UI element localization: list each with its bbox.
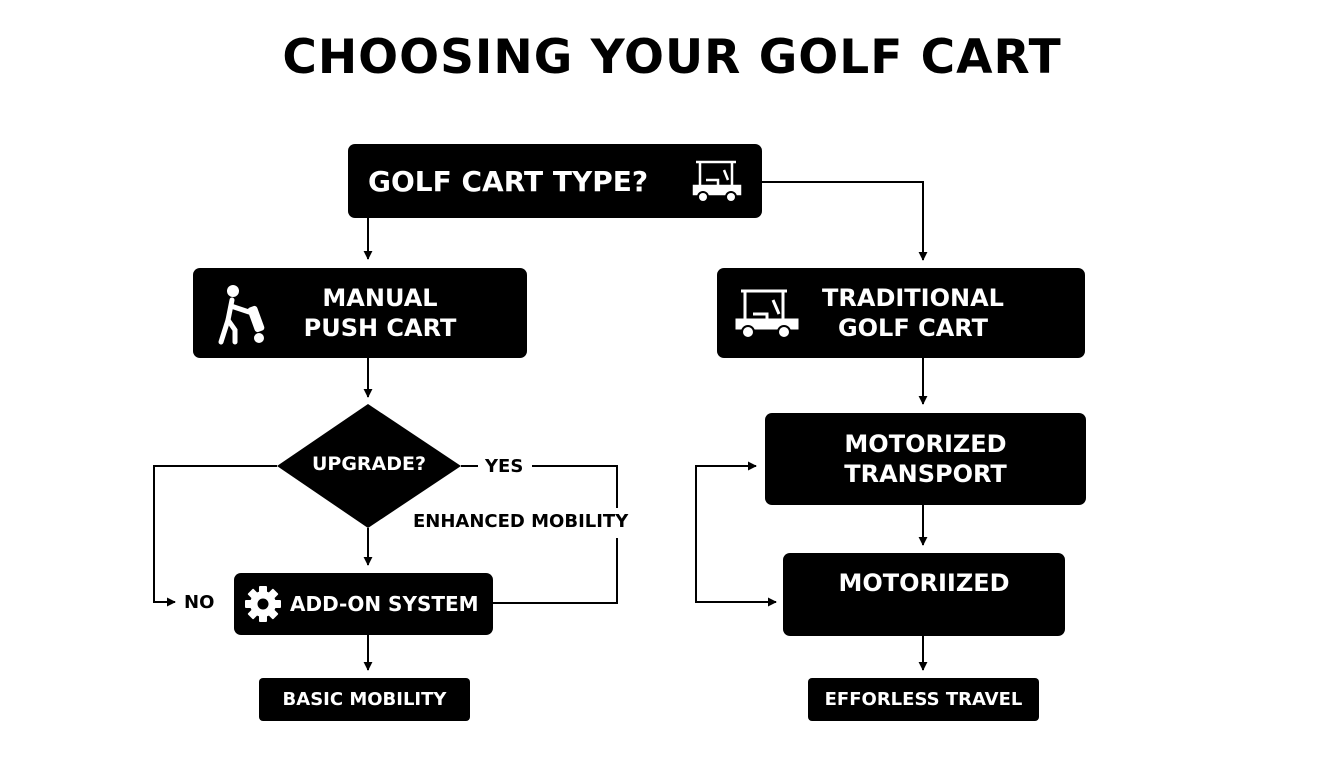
motorized-transport-box: MOTORIZED TRANSPORT bbox=[765, 413, 1086, 505]
motorized-transport-line2: TRANSPORT bbox=[844, 460, 1007, 488]
motoriized-box: MOTORIIZED bbox=[783, 553, 1065, 636]
line-enhanced-to-addon bbox=[493, 538, 618, 604]
diagram-title: CHOOSING YOUR GOLF CART bbox=[282, 30, 1062, 85]
manual-push-cart-line2: PUSH CART bbox=[303, 314, 457, 342]
traditional-golf-cart-line1: TRADITIONAL bbox=[822, 284, 1004, 312]
manual-push-cart-line1: MANUAL bbox=[322, 284, 438, 312]
person-pushing-cart-icon bbox=[211, 282, 275, 352]
traditional-golf-cart-box: TRADITIONAL GOLF CART bbox=[717, 268, 1085, 358]
add-on-system-box: ADD-ON SYSTEM bbox=[234, 573, 493, 635]
motoriized-label: MOTORIIZED bbox=[838, 569, 1010, 597]
traditional-golf-cart-line2: GOLF CART bbox=[837, 314, 989, 342]
golf-cart-type-label: GOLF CART TYPE? bbox=[368, 164, 649, 198]
yes-label: YES bbox=[485, 456, 524, 477]
upgrade-decision-diamond bbox=[277, 404, 461, 528]
no-label: NO bbox=[184, 592, 215, 613]
manual-push-cart-box: MANUAL PUSH CART bbox=[193, 268, 527, 358]
arrow-type-to-traditional bbox=[762, 181, 928, 261]
motorized-transport-line1: MOTORIZED bbox=[844, 430, 1007, 458]
basic-mobility-box: BASIC MOBILITY bbox=[259, 678, 470, 721]
arrow-upgrade-no bbox=[153, 465, 277, 607]
effortless-travel-box: EFFORLESS TRAVEL bbox=[808, 678, 1039, 721]
line-yes-to-right bbox=[532, 465, 618, 508]
golf-cart-icon bbox=[688, 156, 746, 211]
golf-cart-type-box: GOLF CART TYPE? bbox=[348, 144, 762, 218]
basic-mobility-label: BASIC MOBILITY bbox=[282, 689, 447, 710]
add-on-system-label: ADD-ON SYSTEM bbox=[290, 592, 479, 616]
effortless-travel-label: EFFORLESS TRAVEL bbox=[824, 689, 1023, 710]
arrow-loop-left bbox=[695, 461, 777, 607]
gear-icon bbox=[244, 585, 282, 628]
upgrade-label: UPGRADE? bbox=[311, 453, 427, 475]
enhanced-mobility-label: ENHANCED MOBILITY bbox=[413, 511, 629, 532]
golf-cart-icon bbox=[733, 286, 801, 346]
